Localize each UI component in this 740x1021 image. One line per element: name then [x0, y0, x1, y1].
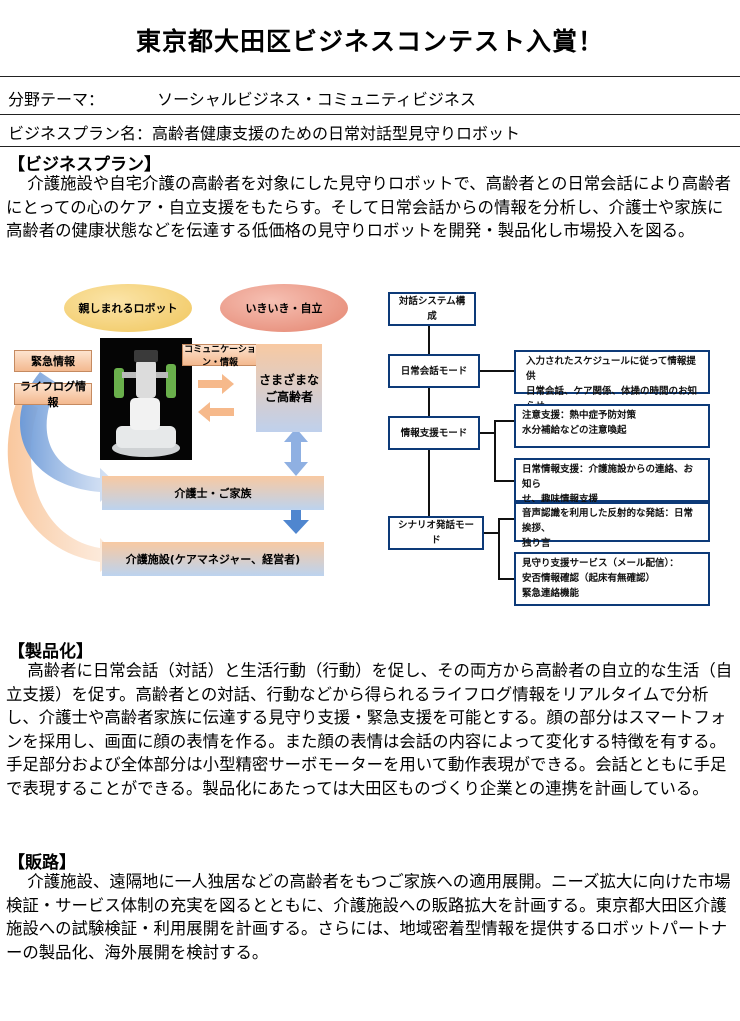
- daily-mode-desc-1: 入力されたスケジュールに従って情報提供: [526, 356, 696, 382]
- daily-conversation-mode-box: 日常会話モード: [388, 354, 480, 388]
- watch-support-3: 緊急連絡機能: [522, 588, 580, 599]
- arrow-down-blue: [283, 508, 309, 534]
- divider: [0, 114, 740, 115]
- concept-diagram: 親しまれるロボット いきいき・自立 緊急情報 ライフログ情報 コミュニケーション…: [0, 280, 380, 590]
- caution-support-1: 注意支援：熱中症予防対策: [522, 410, 637, 421]
- robot-icon: [112, 350, 180, 457]
- scenario-mode-box: シナリオ発話モード: [388, 516, 484, 550]
- emergency-info-box: 緊急情報: [14, 350, 92, 372]
- connector: [494, 420, 496, 482]
- connector: [494, 420, 514, 422]
- watch-support-1: 見守り支援サービス（メール配信）：: [522, 558, 679, 569]
- theme-value: ソーシャルビジネス・コミュニティビジネス: [157, 90, 476, 109]
- theme-row: 分野テーマ： ソーシャルビジネス・コミュニティビジネス: [8, 86, 476, 110]
- elderly-label-2: ご高齢者: [264, 390, 313, 404]
- plan-name-value: 高齢者健康支援のための日常対話型見守りロボット: [152, 124, 521, 143]
- arrow-right-orange: [198, 374, 234, 394]
- lifelog-info-box: ライフログ情報: [14, 380, 92, 409]
- communication-info-label: コミュニケーション・情報: [184, 345, 256, 368]
- connector: [494, 480, 514, 482]
- connector: [498, 518, 500, 580]
- plan-body: 介護施設や自宅介護の高齢者を対象にした見守りロボットで、高齢者との日常会話により…: [6, 172, 736, 243]
- elderly-label-1: さまざまな: [258, 373, 319, 387]
- connector: [478, 370, 514, 372]
- emergency-info-label: 緊急情報: [31, 355, 75, 368]
- info-support-mode-box: 情報支援モード: [388, 416, 480, 450]
- caregiver-family-box: 介護士・ご家族: [102, 476, 324, 510]
- product-text: 高齢者に日常会話（対話）と生活行動（行動）を促し、その両方から高齢者の自立的な生…: [6, 661, 733, 798]
- oval-friendly-robot-label: 親しまれるロボット: [78, 302, 178, 315]
- caution-support-box: 注意支援：熱中症予防対策 水分補給などの注意喚起: [514, 404, 710, 448]
- product-heading: 【製品化】: [8, 642, 93, 662]
- dialog-system-label: 対話システム構成: [398, 296, 466, 322]
- dialog-system-diagram: 対話システム構成 日常会話モード 情報支援モード シナリオ発話モード 入力された…: [380, 280, 740, 610]
- sales-heading: 【販路】: [8, 853, 76, 873]
- lifelog-info-label: ライフログ情報: [20, 380, 86, 409]
- voice-recognition-2: 独り言: [522, 538, 551, 549]
- oval-friendly-robot: 親しまれるロボット: [64, 284, 192, 332]
- care-facility-label: 介護施設(ケアマネジャー、経営者): [125, 553, 301, 566]
- connector: [498, 518, 514, 520]
- daily-info-support-box: 日常情報支援：介護施設からの連絡、お知ら せ、趣味情報支援: [514, 458, 710, 505]
- divider: [0, 146, 740, 147]
- elderly-box: さまざまな ご高齢者: [256, 344, 322, 432]
- sales-body: 介護施設、遠隔地に一人独居などの高齢者をもつご家族への適用展開。ニーズ拡大に向け…: [6, 870, 736, 964]
- caregiver-family-label: 介護士・ご家族: [174, 487, 252, 500]
- info-support-mode-label: 情報支援モード: [400, 427, 468, 439]
- plan-heading: 【ビジネスプラン】: [8, 155, 161, 175]
- voice-recognition-box: 音声認識を利用した反射的な発話：日常挨拶、 独り言: [514, 502, 710, 549]
- connector: [482, 532, 498, 534]
- daily-conversation-mode-label: 日常会話モード: [400, 365, 468, 377]
- daily-mode-desc-box: 入力されたスケジュールに従って情報提供 日常会話、ケア関係、体操の時間のお知らせ: [514, 350, 710, 412]
- connector: [428, 324, 430, 354]
- daily-info-support-2: せ、趣味情報支援: [522, 494, 599, 505]
- divider: [0, 76, 740, 77]
- plan-text: 介護施設や自宅介護の高齢者を対象にした見守りロボットで、高齢者との日常会話により…: [6, 174, 731, 241]
- oval-lively-label: いきいき・自立: [245, 302, 323, 315]
- connector: [498, 578, 514, 580]
- plan-name-label: ビジネスプラン名：: [8, 124, 153, 143]
- product-body: 高齢者に日常会話（対話）と生活行動（行動）を促し、その両方から高齢者の自立的な生…: [6, 659, 736, 801]
- theme-label: 分野テーマ：: [8, 90, 105, 109]
- connector: [428, 386, 430, 416]
- connector: [428, 448, 430, 516]
- sales-text: 介護施設、遠隔地に一人独居などの高齢者をもつご家族への適用展開。ニーズ拡大に向け…: [6, 872, 731, 962]
- communication-info-box: コミュニケーション・情報: [182, 344, 258, 368]
- care-facility-box: 介護施設(ケアマネジャー、経営者): [102, 542, 324, 576]
- robot-photo: [100, 338, 192, 460]
- oval-lively: いきいき・自立: [220, 284, 348, 332]
- watch-support-box: 見守り支援サービス（メール配信）： 安否情報確認（起床有無確認） 緊急連絡機能: [514, 552, 710, 606]
- connector: [478, 432, 494, 434]
- dialog-system-box: 対話システム構成: [388, 292, 476, 326]
- arrow-updown: [284, 428, 308, 476]
- caution-support-2: 水分補給などの注意喚起: [522, 425, 627, 436]
- scenario-mode-label: シナリオ発話モード: [397, 520, 474, 546]
- watch-support-2: 安否情報確認（起床有無確認）: [522, 573, 656, 584]
- voice-recognition-1: 音声認識を利用した反射的な発話：日常挨拶、: [522, 508, 694, 534]
- plan-name-row: ビジネスプラン名：高齢者健康支援のための日常対話型見守りロボット: [8, 120, 520, 144]
- daily-info-support-1: 日常情報支援：介護施設からの連絡、お知ら: [522, 464, 694, 490]
- arrow-left-orange: [198, 402, 234, 422]
- page-title: 東京都大田区ビジネスコンテスト入賞！: [135, 27, 604, 56]
